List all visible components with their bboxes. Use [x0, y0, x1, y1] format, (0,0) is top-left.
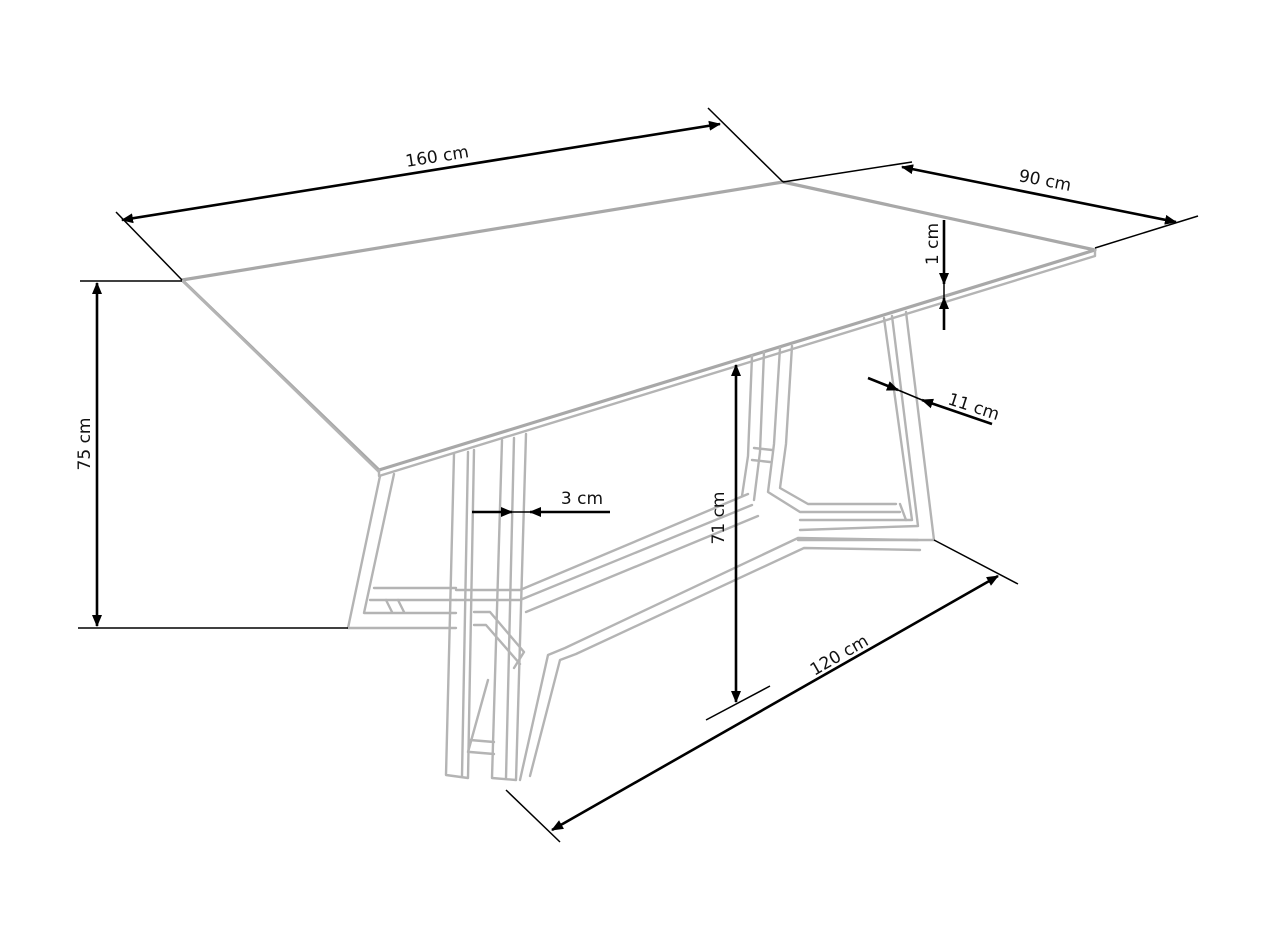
dimension-total-height: 75 cm: [75, 280, 348, 629]
dimension-leg-depth: 11 cm: [867, 376, 1002, 426]
dimension-top-thickness: 1 cm: [923, 220, 949, 330]
base-length-label: 120 cm: [807, 631, 872, 680]
dimension-width: 90 cm: [782, 161, 1199, 249]
leg-thickness-label: 3 cm: [561, 489, 603, 509]
clearance-height-label: 71 cm: [709, 492, 729, 545]
dimension-leg-thickness: 3 cm: [472, 489, 610, 517]
top-thickness-label: 1 cm: [923, 223, 943, 265]
center-posts: [444, 432, 528, 782]
table-top: [180, 180, 1097, 478]
total-height-label: 75 cm: [75, 418, 95, 471]
left-leg-frame: [346, 472, 458, 630]
length-label: 160 cm: [404, 142, 470, 172]
dimension-length: 160 cm: [115, 107, 784, 281]
leg-depth-label: 11 cm: [945, 390, 1002, 425]
right-leg-frame: [740, 310, 936, 542]
